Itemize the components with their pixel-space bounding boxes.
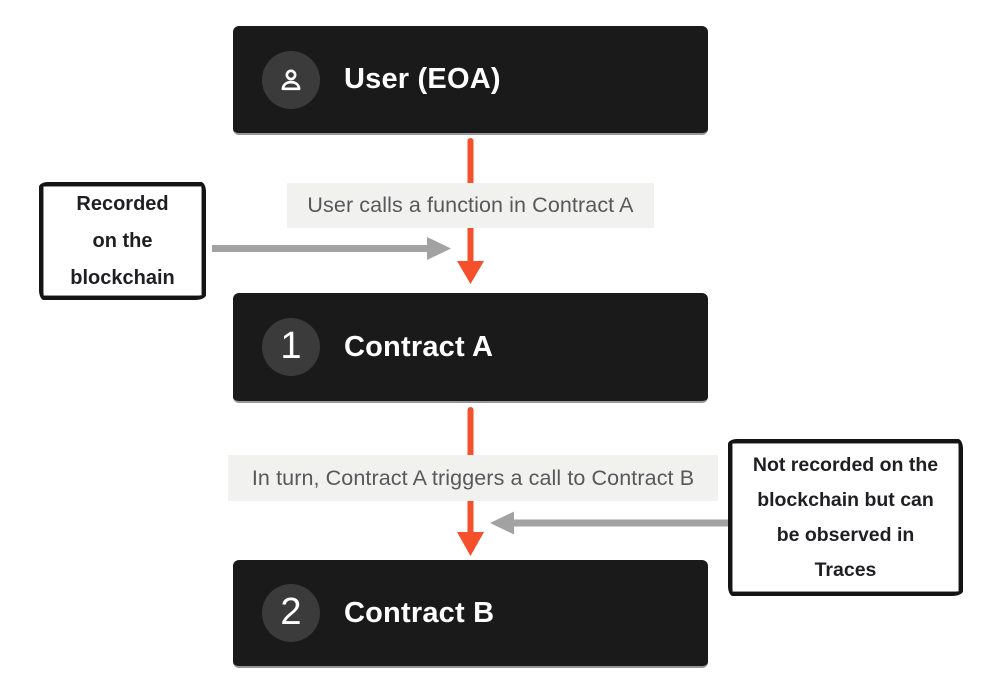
note-line: Not recorded on the <box>752 453 939 476</box>
step-badge-2: 2 <box>262 584 320 642</box>
node-contract-b: 2 Contract B <box>233 560 708 668</box>
note-line: on the <box>92 229 153 252</box>
edge-label-user-call: User calls a function in Contract A <box>287 183 654 228</box>
step-number: 1 <box>280 325 302 367</box>
node-title-contract-b: Contract B <box>344 596 495 629</box>
note-line: Recorded <box>76 192 169 215</box>
annotation-arrow-right <box>490 511 729 535</box>
node-user-eoa: User (EOA) <box>233 26 708 135</box>
note-not-recorded-traces: Not recorded on the blockchain but can b… <box>728 439 963 596</box>
step-number: 2 <box>280 591 302 633</box>
annotation-arrow-left <box>212 237 451 260</box>
node-title-contract-a: Contract A <box>344 330 494 363</box>
step-badge-1: 1 <box>262 318 320 376</box>
node-contract-a: 1 Contract A <box>233 293 708 403</box>
note-line: Traces <box>814 558 877 581</box>
user-avatar <box>262 50 320 109</box>
note-line: blockchain but can <box>757 488 934 511</box>
note-line: be observed in <box>776 523 915 546</box>
note-line: blockchain <box>70 266 175 289</box>
node-title-user: User (EOA) <box>344 63 501 95</box>
note-recorded-on-chain: Recorded on the blockchain <box>39 182 206 300</box>
person-icon <box>281 68 301 90</box>
edge-label-contract-call: In turn, Contract A triggers a call to C… <box>228 455 718 501</box>
